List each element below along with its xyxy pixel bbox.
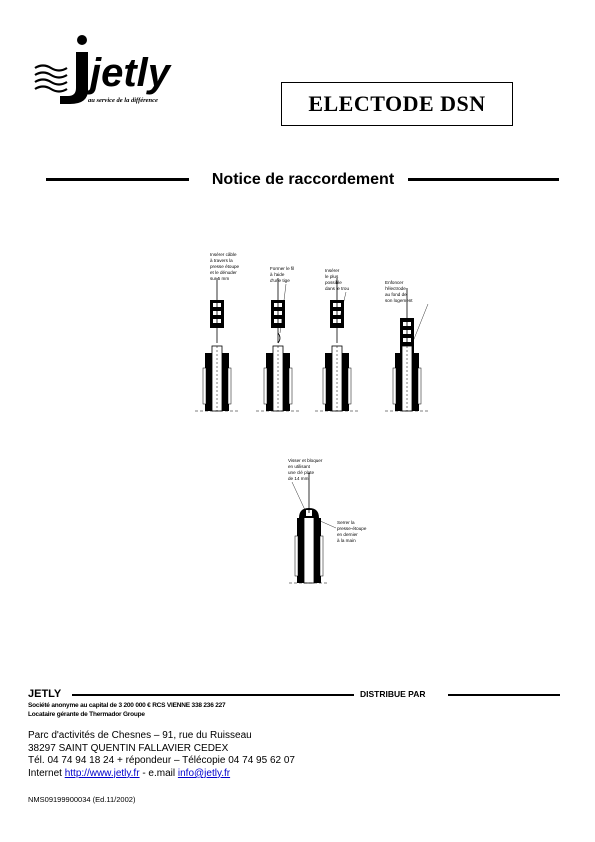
footer-rule-right: [448, 694, 560, 696]
step-1-label: Insérer câble à travers la presse étoupe…: [210, 252, 240, 281]
svg-text:au fond de: au fond de: [385, 292, 407, 297]
svg-text:l'électrode: l'électrode: [385, 286, 406, 291]
connection-diagram: Insérer câble à travers la presse étoupe…: [194, 252, 430, 584]
document-reference: NMS09199900034 (Ed.11/2002): [28, 795, 136, 804]
svg-text:Visser et bloquer: Visser et bloquer: [288, 458, 323, 463]
step-4-figure: [384, 288, 430, 412]
svg-text:à la main: à la main: [337, 538, 356, 543]
step-3-label: Insérer le plus possible dans le trou: [325, 268, 349, 291]
svg-text:sur 5 mm: sur 5 mm: [210, 276, 229, 281]
address-line-1: Parc d'activités de Chesnes – 91, rue du…: [28, 730, 252, 741]
svg-text:de 14 mm: de 14 mm: [288, 476, 309, 481]
step-1-figure: [194, 277, 240, 412]
svg-text:et le dénuder: et le dénuder: [210, 270, 237, 275]
step-2-figure: [255, 277, 301, 412]
svg-text:Enfoncer: Enfoncer: [385, 280, 404, 285]
section-title: Notice de raccordement: [211, 171, 395, 188]
footer-rule: [72, 694, 354, 696]
svg-text:Insérer: Insérer: [325, 268, 340, 273]
company-address: Parc d'activités de Chesnes – 91, rue du…: [28, 730, 295, 780]
company-name: JETLY: [28, 688, 62, 700]
step-3-figure: [314, 277, 360, 412]
distributed-by-label: DISTRIBUE PAR: [360, 689, 426, 699]
svg-text:en utilisant: en utilisant: [288, 464, 311, 469]
svg-text:une clé plate: une clé plate: [288, 470, 314, 475]
svg-text:son logement: son logement: [385, 298, 413, 303]
document-title: ELECTODE DSN: [281, 82, 513, 126]
svg-text:Former le fil: Former le fil: [270, 266, 294, 271]
header-rule-left: [46, 178, 189, 181]
legal-lessee: Locataire gérante de Thermador Groupe: [28, 711, 145, 718]
step-5-figure: [289, 473, 329, 584]
logo-waves-icon: [34, 64, 68, 93]
footer-header: JETLY DISTRIBUE PAR: [28, 688, 560, 702]
svg-text:presse-étoupe: presse-étoupe: [337, 526, 367, 531]
svg-text:possible: possible: [325, 280, 342, 285]
email-link[interactable]: info@jetly.fr: [177, 767, 231, 779]
phone-line: Tél. 04 74 94 18 24 + répondeur – Téléco…: [28, 755, 295, 767]
legal-capital: Société anonyme au capital de 3 200 000 …: [28, 702, 226, 709]
svg-text:en dernier: en dernier: [337, 532, 358, 537]
svg-text:d'une tige: d'une tige: [270, 278, 290, 283]
step-6-label: Serrer la presse-étoupe en dernier à la …: [337, 520, 367, 543]
header-rule-right: [408, 178, 559, 181]
step-4-label: Enfoncer l'électrode au fond de son loge…: [385, 280, 413, 303]
section-header: Notice de raccordement: [46, 169, 559, 191]
svg-text:Insérer câble: Insérer câble: [210, 252, 237, 257]
svg-text:Serrer la: Serrer la: [337, 520, 355, 525]
jetly-logo: jetly au service de la différence: [34, 35, 172, 104]
step-2-label: Former le fil à l'aide d'une tige: [270, 266, 294, 283]
address-line-2: 38297 SAINT QUENTIN FALLAVIER CEDEX: [28, 742, 229, 754]
svg-text:à travers la: à travers la: [210, 258, 233, 263]
svg-text:le plus: le plus: [325, 274, 339, 279]
logo-tagline: au service de la différence: [88, 97, 158, 104]
logo-brand: jetly: [85, 51, 172, 95]
svg-text:presse étoupe: presse étoupe: [210, 264, 240, 269]
website-link[interactable]: http://www.jetly.fr: [64, 767, 140, 779]
contact-line: Internet http://www.jetly.fr - e.mail in…: [28, 767, 231, 779]
step-5-label: Visser et bloquer en utilisant une clé p…: [288, 458, 323, 481]
svg-text:à l'aide: à l'aide: [270, 272, 285, 277]
svg-text:dans le trou: dans le trou: [325, 286, 349, 291]
